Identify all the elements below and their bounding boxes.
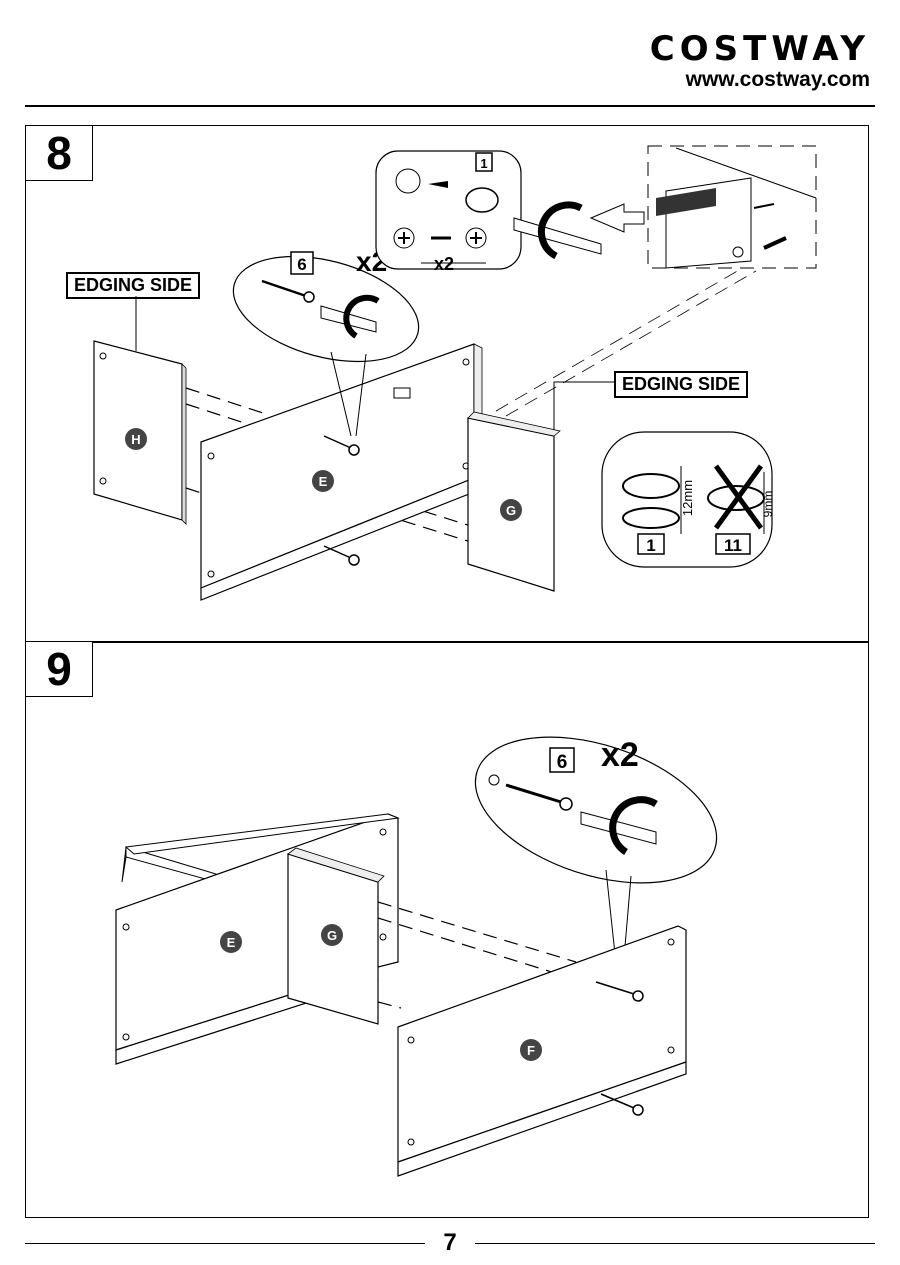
panel-h-label: H: [131, 432, 140, 447]
step-9-illustration: 6 x2: [26, 642, 868, 1217]
cam-lock-detail: [376, 151, 521, 269]
screw-quantity: x2: [601, 736, 639, 774]
step-8-illustration: H E G 6 x2: [26, 126, 868, 642]
brand-logo: COSTWAY www.costway.com: [650, 32, 870, 92]
correct-size: 12mm: [680, 480, 695, 516]
brand-url: www.costway.com: [650, 68, 870, 92]
panel-f: [398, 926, 686, 1176]
cam-part-number: 1: [480, 156, 487, 171]
step-9-panel: 9 6 x2: [25, 641, 869, 1218]
screw-part-number: 6: [557, 752, 568, 773]
cam-quantity: x2: [434, 254, 454, 274]
correct-part-number: 1: [646, 536, 655, 555]
screwdriver-icon: [514, 204, 644, 256]
detail-frame: [648, 146, 816, 268]
page-number: 7: [430, 1229, 470, 1257]
step-8-panel: 8 EDGING SIDE EDGING SIDE: [25, 125, 869, 643]
footer-rule-right: [475, 1243, 875, 1244]
panel-e-label: E: [319, 474, 328, 489]
panel-e: [201, 344, 482, 600]
footer-rule-left: [25, 1243, 425, 1244]
brand-name: COSTWAY: [650, 32, 870, 66]
panel-g: [468, 412, 560, 591]
screw-callout: [457, 710, 735, 982]
panel-e-label: E: [227, 935, 236, 950]
panel-g-label: G: [327, 928, 337, 943]
wrong-size: 9mm: [761, 491, 775, 518]
screw-part-number: 6: [297, 255, 306, 274]
wrong-part-number: 11: [724, 536, 742, 555]
panel-f-label: F: [527, 1043, 535, 1058]
panel-g-label: G: [506, 503, 516, 518]
header-divider: [25, 105, 875, 107]
